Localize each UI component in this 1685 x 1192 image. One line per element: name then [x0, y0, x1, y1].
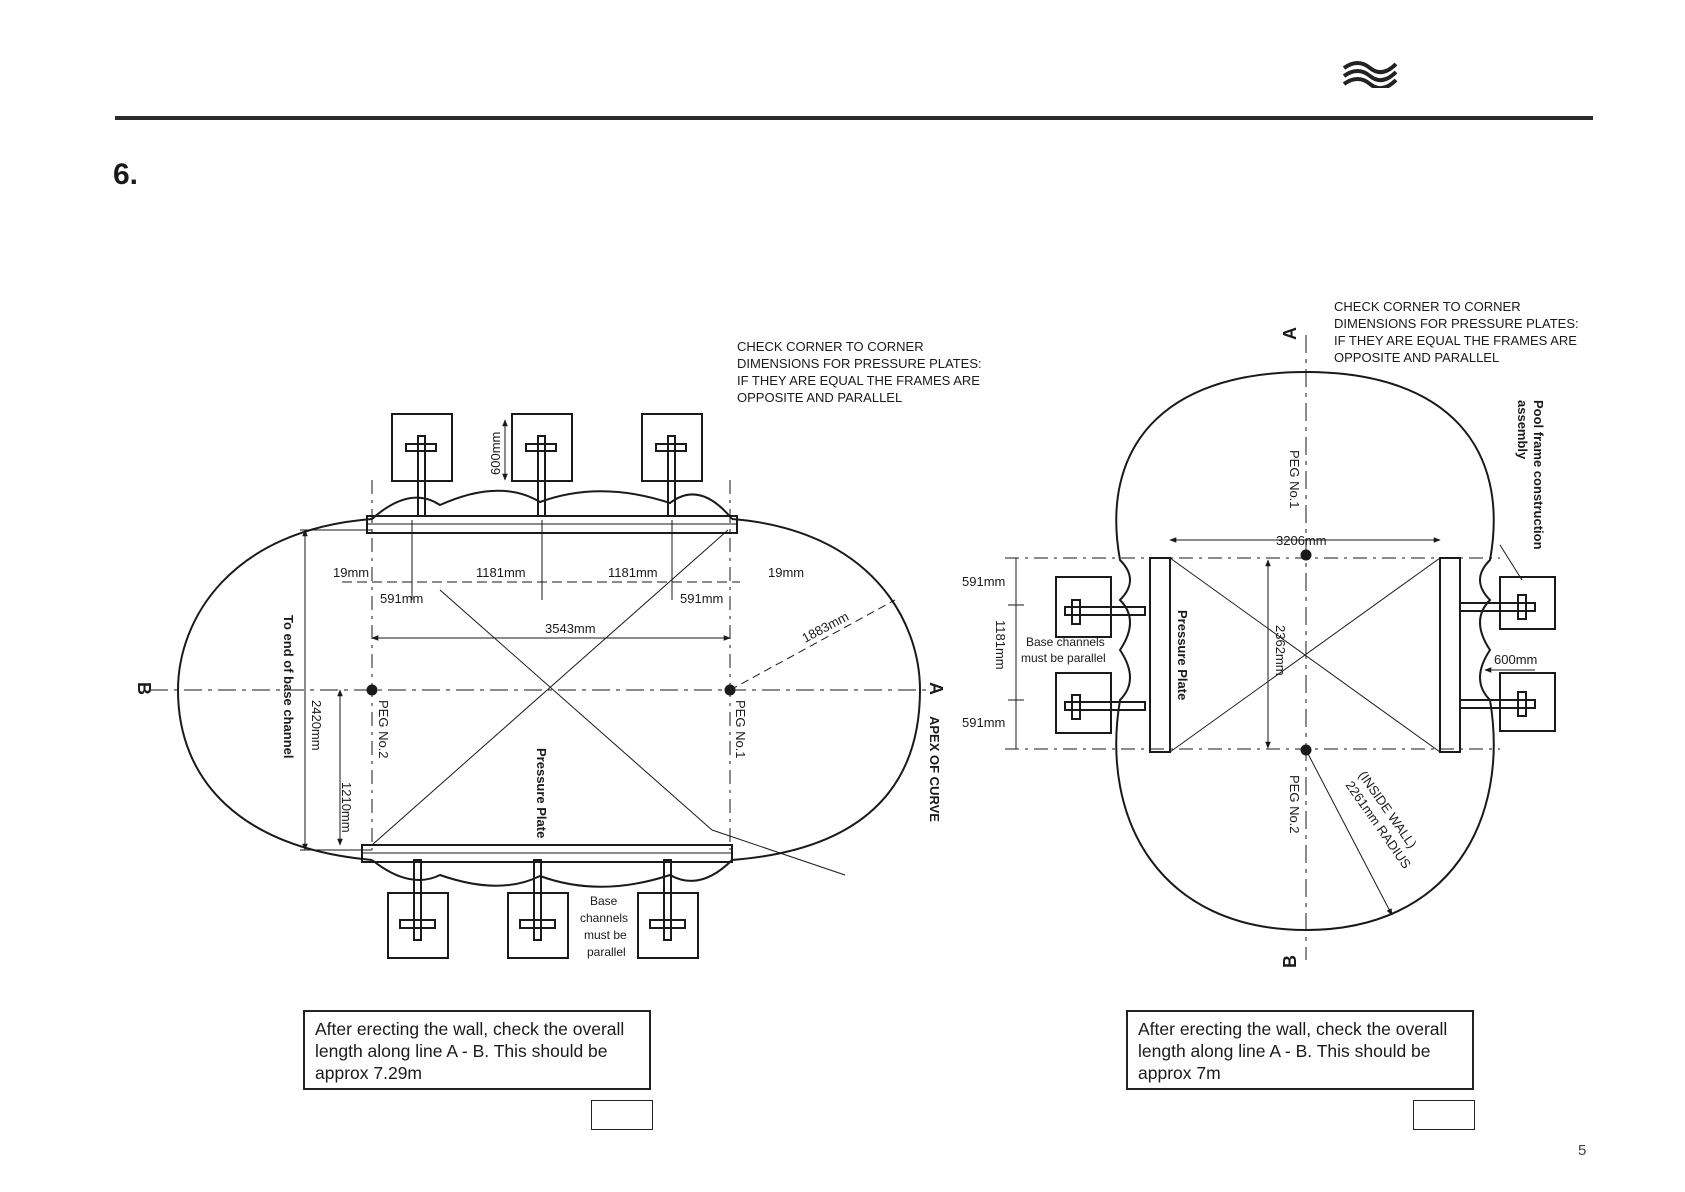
left-base-channels-4: parallel	[587, 945, 626, 959]
left-dim-591-right: 591mm	[680, 591, 723, 606]
left-dim-591-left: 591mm	[380, 591, 423, 606]
left-dim-1181-a: 1181mm	[476, 565, 526, 580]
left-frame-top-3	[641, 413, 703, 482]
right-label-assembly-a: Pool frame construction	[1531, 400, 1546, 550]
left-label-pressure-plate: Pressure Plate	[534, 748, 549, 838]
left-label-b: B	[134, 682, 154, 695]
left-frame-bottom-1	[387, 892, 449, 959]
left-instruction-line-1: After erecting the wall, check the overa…	[315, 1019, 625, 1039]
right-instruction-line-2: length along line A - B. This should be	[1138, 1041, 1431, 1061]
left-label-end-of-channel: To end of base channel	[281, 615, 296, 759]
left-label-peg1: PEG No.1	[733, 700, 748, 759]
right-instruction-line-1: After erecting the wall, check the overa…	[1138, 1019, 1448, 1039]
page-number: 5	[1578, 1142, 1587, 1159]
left-dim-3543: 3543mm	[545, 621, 596, 636]
right-dim-3206: 3206mm	[1276, 533, 1327, 548]
right-peg-1	[1300, 549, 1312, 561]
left-checkbox[interactable]	[591, 1100, 653, 1130]
right-dim-2362: 2362mm	[1273, 625, 1288, 676]
left-dim-600: 600mm	[488, 432, 503, 475]
right-note-line-1: CHECK CORNER TO CORNER	[1334, 299, 1521, 314]
right-dim-1181: 1181mm	[993, 620, 1008, 670]
right-pressure-plate-right	[1439, 557, 1461, 753]
left-label-apex: APEX OF CURVE	[927, 716, 942, 822]
left-dim-1883: 1883mm	[799, 609, 851, 646]
left-frame-bottom-2	[507, 892, 569, 959]
left-base-channels-3: must be	[584, 928, 627, 942]
left-wall-top-scallops	[371, 489, 733, 520]
right-label-pressure-plate: Pressure Plate	[1175, 610, 1190, 700]
right-label-peg2: PEG No.2	[1287, 775, 1302, 834]
left-base-channels-2: channels	[580, 911, 628, 925]
left-diagram: CHECK CORNER TO CORNER DIMENSIONS FOR PR…	[134, 339, 982, 959]
right-frame-right-2	[1499, 672, 1556, 732]
right-label-peg1: PEG No.1	[1287, 450, 1302, 509]
right-label-assembly-b: assembly	[1515, 400, 1530, 460]
left-instruction-box: After erecting the wall, check the overa…	[303, 1010, 651, 1090]
right-diagonal-2	[1169, 557, 1441, 753]
left-dim-2420: 2420mm	[309, 700, 324, 751]
left-note-line-4: OPPOSITE AND PARALLEL	[737, 390, 902, 405]
wave-logo-icon	[1342, 61, 1398, 88]
right-instruction-line-3: approx 7m	[1138, 1063, 1221, 1083]
left-diagonal-2	[371, 529, 729, 846]
step-number: 6.	[113, 158, 139, 191]
right-dim-591-bottom: 591mm	[962, 715, 1005, 730]
left-base-channels-1: Base	[590, 894, 618, 908]
right-note-line-3: IF THEY ARE EQUAL THE FRAMES ARE	[1334, 333, 1577, 348]
left-diagonal-1	[439, 589, 713, 831]
left-dim-1210: 1210mm	[339, 782, 354, 833]
left-frame-bottom-3	[637, 892, 699, 959]
left-frame-top-1	[391, 413, 453, 482]
left-instruction-line-2: length along line A - B. This should be	[315, 1041, 608, 1061]
header-rule	[115, 116, 1593, 120]
left-note-line-1: CHECK CORNER TO CORNER	[737, 339, 924, 354]
left-dim-19-right: 19mm	[768, 565, 804, 580]
left-frame-top-2	[511, 413, 573, 482]
right-instruction-box: After erecting the wall, check the overa…	[1126, 1010, 1474, 1090]
left-instruction-line-3: approx 7.29m	[315, 1063, 423, 1083]
right-dim-591-top: 591mm	[962, 574, 1005, 589]
right-pool-wall	[1115, 370, 1495, 932]
right-label-base-channels-a: Base channels	[1026, 635, 1105, 649]
right-pressure-plate-left	[1149, 557, 1171, 753]
right-label-base-channels-b: must be parallel	[1021, 651, 1106, 665]
left-label-peg2: PEG No.2	[376, 700, 391, 759]
left-wall-bottom-scallops	[371, 859, 733, 888]
right-note-line-4: OPPOSITE AND PARALLEL	[1334, 350, 1499, 365]
right-label-a: A	[1280, 327, 1300, 340]
right-label-b: B	[1280, 955, 1300, 968]
left-note-line-2: DIMENSIONS FOR PRESSURE PLATES:	[737, 356, 982, 371]
right-checkbox[interactable]	[1413, 1100, 1475, 1130]
left-label-a: A	[926, 682, 946, 695]
left-note-line-3: IF THEY ARE EQUAL THE FRAMES ARE	[737, 373, 980, 388]
left-dim-19-left: 19mm	[333, 565, 369, 580]
left-dim-1181-b: 1181mm	[608, 565, 658, 580]
left-peg-2	[366, 684, 378, 696]
right-dim-600: 600mm	[1494, 652, 1537, 667]
right-note-line-2: DIMENSIONS FOR PRESSURE PLATES:	[1334, 316, 1579, 331]
right-diagram: CHECK CORNER TO CORNER DIMENSIONS FOR PR…	[962, 299, 1579, 968]
